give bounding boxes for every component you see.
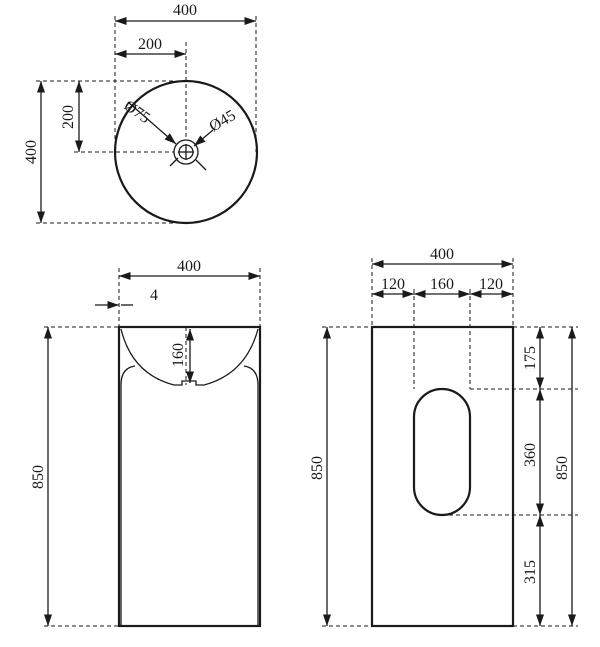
dim-back-opening-width-label: 160 [430,276,454,293]
dim-top-half-width-label: 200 [138,36,162,53]
dim-back-left-margin-label: 120 [381,276,405,293]
dim-back-right-margin-label: 120 [479,276,503,293]
dim-side-height-label: 850 [30,465,47,489]
dim-top-half-depth-label: 200 [60,105,77,129]
back-view: 400 120 160 120 850 175 360 315 850 [309,246,578,628]
dim-top-depth-label: 400 [23,140,40,164]
dim-back-width-label: 400 [430,246,454,263]
dim-back-opening-height-label: 360 [522,443,539,467]
dim-back-height-left-label: 850 [309,456,326,480]
leader-diameter-45-tail [195,159,207,171]
side-inner-wall-right [243,365,259,626]
leader-diameter-45 [193,129,214,147]
dim-diameter-75-label: Ø75 [121,97,153,127]
leader-diameter-75-tail [169,157,179,167]
top-view: 400 200 400 200 Ø75 Ø45 [23,2,259,225]
dim-bowl-depth-label: 160 [170,343,187,367]
dim-back-top-offset-label: 175 [522,346,539,370]
side-view: 400 4 160 850 [30,258,262,628]
side-inner-wall-left [120,365,136,626]
side-body-outline [117,325,262,628]
dim-wall-thickness-label: 4 [150,287,158,304]
dim-back-bottom-offset-label: 315 [522,560,539,584]
back-body-outline [370,325,515,628]
dim-top-width-label: 400 [173,2,197,19]
leader-diameter-75 [127,101,177,145]
back-service-opening [412,387,472,517]
dim-back-height-right-label: 850 [554,456,571,480]
dim-side-width-label: 400 [177,258,201,275]
